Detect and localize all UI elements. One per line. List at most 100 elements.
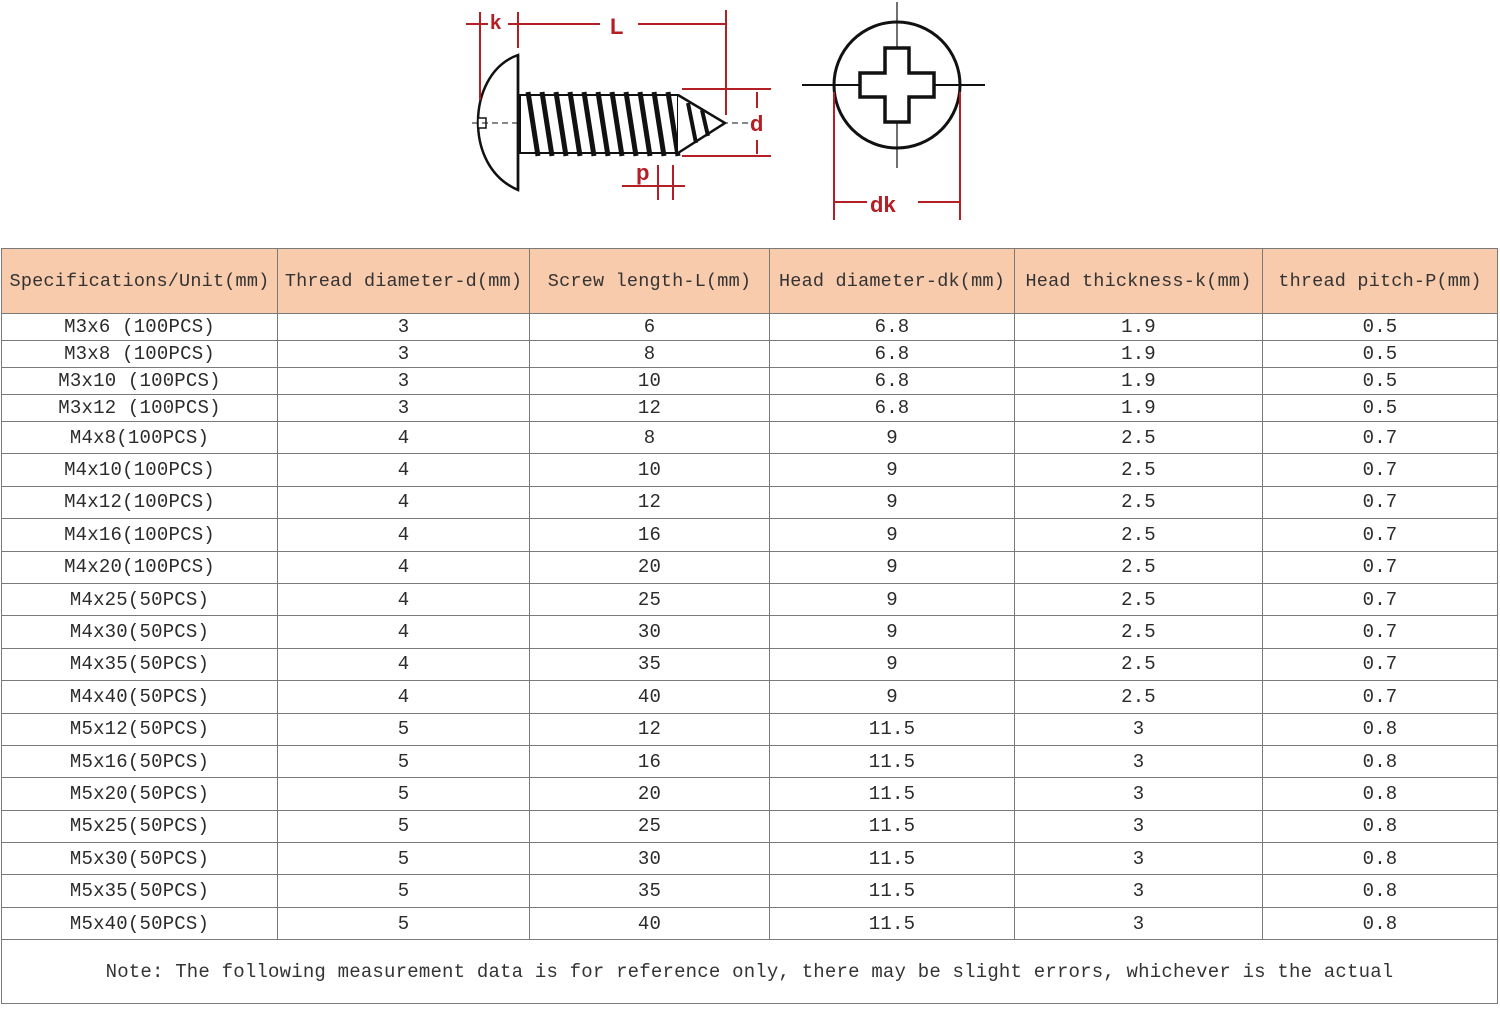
cell-thread-pitch: 0.5 xyxy=(1262,367,1498,395)
cell-spec: M4x35(50PCS) xyxy=(1,647,278,682)
cell-head-diameter: 9 xyxy=(769,647,1015,682)
cell-screw-length: 40 xyxy=(529,906,770,941)
cell-head-diameter: 9 xyxy=(769,485,1015,520)
cell-thread-diameter: 4 xyxy=(277,647,530,682)
phillips-head-top-view-icon xyxy=(802,2,985,168)
cell-thread-pitch: 0.8 xyxy=(1262,712,1498,746)
cell-spec: M3x12 (100PCS) xyxy=(1,394,278,422)
label-L: L xyxy=(610,14,623,39)
cell-thread-pitch: 0.8 xyxy=(1262,809,1498,844)
cell-screw-length: 25 xyxy=(529,582,770,617)
cell-head-diameter: 11.5 xyxy=(769,842,1015,876)
cell-screw-length: 30 xyxy=(529,615,770,649)
cell-head-diameter: 9 xyxy=(769,420,1015,455)
cell-screw-length: 16 xyxy=(529,518,770,552)
cell-thread-pitch: 0.8 xyxy=(1262,842,1498,876)
cell-thread-diameter: 5 xyxy=(277,777,530,811)
cell-head-thickness: 2.5 xyxy=(1014,615,1263,649)
cell-head-thickness: 2.5 xyxy=(1014,647,1263,682)
cell-spec: M5x30(50PCS) xyxy=(1,842,278,876)
cell-head-diameter: 9 xyxy=(769,582,1015,617)
cell-screw-length: 35 xyxy=(529,874,770,908)
cell-head-thickness: 3 xyxy=(1014,744,1263,779)
cell-thread-diameter: 3 xyxy=(277,394,530,422)
cell-head-thickness: 3 xyxy=(1014,712,1263,746)
cell-thread-pitch: 0.8 xyxy=(1262,906,1498,941)
cell-spec: M4x16(100PCS) xyxy=(1,518,278,552)
cell-screw-length: 30 xyxy=(529,842,770,876)
cell-head-thickness: 3 xyxy=(1014,874,1263,908)
cell-head-diameter: 11.5 xyxy=(769,744,1015,779)
screw-spec-table: Specifications/Unit(mm) Thread diameter-… xyxy=(1,248,1498,1005)
cell-head-thickness: 2.5 xyxy=(1014,420,1263,455)
cell-head-diameter: 9 xyxy=(769,680,1015,714)
label-k: k xyxy=(490,12,502,34)
cell-thread-diameter: 4 xyxy=(277,518,530,552)
cell-head-diameter: 9 xyxy=(769,615,1015,649)
cell-spec: M4x10(100PCS) xyxy=(1,453,278,487)
cell-head-thickness: 2.5 xyxy=(1014,550,1263,584)
cell-screw-length: 8 xyxy=(529,340,770,368)
cell-head-diameter: 11.5 xyxy=(769,712,1015,746)
cell-spec: M3x8 (100PCS) xyxy=(1,340,278,368)
cell-head-diameter: 9 xyxy=(769,518,1015,552)
cell-screw-length: 16 xyxy=(529,744,770,779)
cell-head-thickness: 2.5 xyxy=(1014,680,1263,714)
cell-screw-length: 12 xyxy=(529,394,770,422)
col-header-screw-length: Screw length-L(mm) xyxy=(529,248,770,314)
cell-spec: M4x25(50PCS) xyxy=(1,582,278,617)
cell-head-diameter: 9 xyxy=(769,453,1015,487)
col-header-thread-diameter: Thread diameter-d(mm) xyxy=(277,248,530,314)
cell-screw-length: 12 xyxy=(529,712,770,746)
col-header-head-thickness: Head thickness-k(mm) xyxy=(1014,248,1263,314)
cell-screw-length: 8 xyxy=(529,420,770,455)
col-header-thread-pitch: thread pitch-P(mm) xyxy=(1262,248,1498,314)
cell-thread-pitch: 0.7 xyxy=(1262,680,1498,714)
cell-screw-length: 20 xyxy=(529,777,770,811)
cell-head-thickness: 1.9 xyxy=(1014,340,1263,368)
cell-spec: M4x20(100PCS) xyxy=(1,550,278,584)
cell-thread-pitch: 0.8 xyxy=(1262,874,1498,908)
cell-thread-diameter: 5 xyxy=(277,744,530,779)
cell-thread-pitch: 0.7 xyxy=(1262,550,1498,584)
cell-thread-pitch: 0.8 xyxy=(1262,744,1498,779)
cell-thread-diameter: 3 xyxy=(277,367,530,395)
cell-thread-diameter: 4 xyxy=(277,680,530,714)
cell-thread-pitch: 0.7 xyxy=(1262,420,1498,455)
cell-spec: M5x16(50PCS) xyxy=(1,744,278,779)
cell-spec: M4x12(100PCS) xyxy=(1,485,278,520)
cell-screw-length: 20 xyxy=(529,550,770,584)
cell-spec: M4x30(50PCS) xyxy=(1,615,278,649)
cell-thread-diameter: 5 xyxy=(277,809,530,844)
cell-head-thickness: 3 xyxy=(1014,842,1263,876)
cell-head-thickness: 3 xyxy=(1014,906,1263,941)
cell-thread-diameter: 5 xyxy=(277,874,530,908)
cell-screw-length: 25 xyxy=(529,809,770,844)
label-d: d xyxy=(750,111,763,136)
note-row: Note: The following measurement data is … xyxy=(1,939,1498,1005)
cell-thread-pitch: 0.7 xyxy=(1262,453,1498,487)
cell-head-diameter: 6.8 xyxy=(769,394,1015,422)
cell-head-thickness: 2.5 xyxy=(1014,582,1263,617)
cell-head-diameter: 9 xyxy=(769,550,1015,584)
cell-screw-length: 6 xyxy=(529,313,770,341)
cell-spec: M3x6 (100PCS) xyxy=(1,313,278,341)
cell-thread-diameter: 3 xyxy=(277,340,530,368)
cell-head-thickness: 2.5 xyxy=(1014,453,1263,487)
label-p: p xyxy=(636,160,649,185)
cell-thread-diameter: 4 xyxy=(277,582,530,617)
screw-dimension-diagram: k L d p dk xyxy=(460,0,1000,230)
cell-screw-length: 10 xyxy=(529,367,770,395)
